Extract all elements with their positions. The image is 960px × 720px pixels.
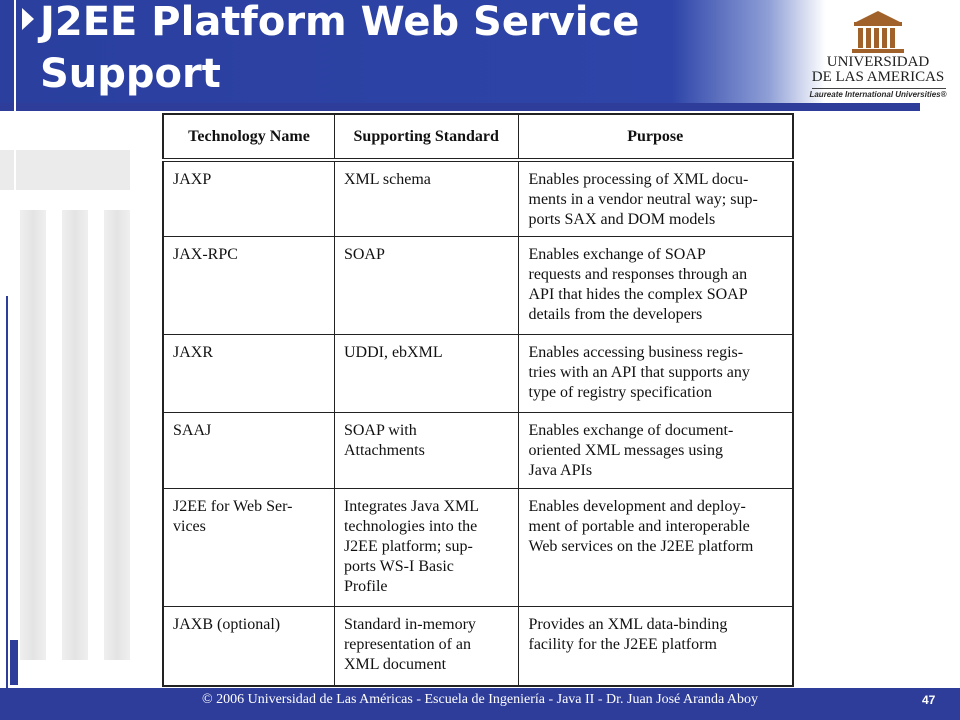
cell-line: requests and responses through an — [528, 265, 748, 283]
cell-line: Enables processing of XML docu- — [528, 171, 749, 188]
table-row: JAXP XML schema Enables processing of XML … — [162, 159, 794, 237]
cell-line: XML document — [343, 655, 447, 673]
cell-purpose: Enables processing of XML docu-ments in … — [517, 159, 794, 237]
building-logo-icon — [852, 11, 904, 53]
cell-line: Enables development and deploy- — [528, 497, 746, 515]
left-accent-block — [10, 640, 18, 685]
watermark-column — [104, 210, 130, 660]
table-row: JAXR UDDI, ebXML Enables accessing busines… — [162, 333, 794, 413]
cell-technology-name: JAXP — [162, 159, 335, 237]
cell-supporting-standard: SOAP — [333, 235, 519, 335]
cell-line: tries with an API that supports any — [528, 363, 750, 381]
cell-line: Enables accessing business regis- — [528, 343, 744, 361]
watermark-column — [62, 210, 88, 660]
logo-line2: DE LAS AMERICAS — [811, 69, 945, 85]
cell-line: oriented XML messages using — [528, 441, 723, 459]
cell-purpose: Enables accessing business regis-tries w… — [517, 333, 794, 413]
cell-line: Profile — [343, 577, 388, 595]
cell-line: ports SAX and DOM models — [528, 211, 716, 228]
cell-purpose: Enables exchange of document-oriented XM… — [517, 411, 794, 489]
cell-line: representation of an — [343, 635, 472, 653]
cell-supporting-standard: XML schema — [333, 159, 519, 237]
table-header-row: Technology Name Supporting Standard Purp… — [162, 113, 794, 161]
cell-line: technologies into the — [343, 517, 478, 535]
cell-technology-name: JAXB (optional) — [162, 605, 335, 687]
bullet-arrow-icon — [22, 8, 34, 30]
header-purpose: Purpose — [517, 113, 794, 161]
cell-line: Integrates Java XML — [343, 497, 480, 515]
cell-line: facility for the J2EE platform — [528, 635, 717, 653]
cell-line: JAXB (optional) — [173, 615, 281, 633]
cell-line: API that hides the complex SOAP — [528, 285, 748, 303]
cell-line: ment of portable and interoperable — [528, 517, 750, 535]
left-rule — [14, 0, 16, 300]
cell-line: Provides an XML data-binding — [528, 615, 728, 633]
page-number: 47 — [922, 693, 936, 707]
cell-purpose: Provides an XML data-binding facility for… — [517, 605, 794, 687]
cell-purpose: Enables exchange of SOAP requests and res… — [517, 235, 794, 335]
slide-title: J2EE Platform Web Service Support — [40, 0, 639, 100]
cell-line: vices — [173, 517, 206, 535]
cell-line: details from the developers — [528, 305, 703, 323]
cell-line: Standard in-memory — [343, 615, 476, 633]
left-rule-lower — [6, 296, 8, 688]
cell-line: JAX-RPC — [173, 245, 238, 263]
header-rule — [0, 103, 920, 111]
technology-table: Technology Name Supporting Standard Purp… — [162, 113, 794, 687]
cell-technology-name: SAAJ — [162, 411, 335, 489]
cell-purpose: Enables development and deploy-ment of p… — [517, 487, 794, 607]
slide-title-line1: J2EE Platform Web Service — [40, 0, 640, 45]
watermark-pediment — [0, 150, 130, 190]
cell-line: ments in a vendor neutral way; sup- — [528, 191, 758, 208]
logo-line1: UNIVERSIDAD — [826, 54, 930, 70]
university-logo: UNIVERSIDAD DE LAS AMERICAS Laureate Int… — [808, 8, 948, 99]
cell-line: JAXP — [173, 171, 212, 188]
cell-line: SAAJ — [173, 421, 212, 439]
cell-line: Enables exchange of SOAP — [528, 245, 706, 263]
logo-subtitle: Laureate International Universities® — [809, 90, 947, 99]
cell-supporting-standard: UDDI, ebXML — [333, 333, 519, 413]
header-technology-name: Technology Name — [162, 113, 335, 161]
watermark-column — [20, 210, 46, 660]
cell-line: SOAP — [343, 245, 385, 263]
cell-line: Java APIs — [528, 461, 593, 479]
cell-line: UDDI, ebXML — [343, 343, 443, 361]
footer-copyright: © 2006 Universidad de Las Américas - Esc… — [201, 692, 759, 707]
cell-line: Enables exchange of document- — [528, 421, 734, 439]
cell-technology-name: JAXR — [162, 333, 335, 413]
table-row: JAXB (optional) Standard in-memory represe… — [162, 605, 794, 687]
cell-line: type of registry specification — [528, 383, 713, 401]
header-band — [0, 0, 960, 103]
logo-rule — [812, 88, 946, 89]
slide-title-line2: Support — [40, 51, 221, 97]
cell-supporting-standard: Integrates Java XML technologies into the… — [333, 487, 519, 607]
cell-technology-name: J2EE for Web Ser-vices — [162, 487, 335, 607]
cell-line: XML schema — [343, 171, 431, 188]
table-row: JAX-RPC SOAP Enables exchange of SOAP reque… — [162, 235, 794, 335]
cell-line: J2EE platform; sup- — [343, 537, 473, 555]
cell-line: Attachments — [343, 441, 425, 459]
cell-line: Web services on the J2EE platform — [528, 537, 754, 555]
footer-band — [0, 688, 960, 720]
cell-supporting-standard: Standard in-memory representation of an XM… — [333, 605, 519, 687]
header-supporting-standard: Supporting Standard — [333, 113, 519, 161]
cell-technology-name: JAX-RPC — [162, 235, 335, 335]
cell-line: ports WS-I Basic — [343, 557, 454, 575]
cell-line: SOAP with — [343, 421, 417, 439]
cell-line: J2EE for Web Ser- — [173, 497, 293, 515]
cell-line: JAXR — [173, 343, 214, 361]
